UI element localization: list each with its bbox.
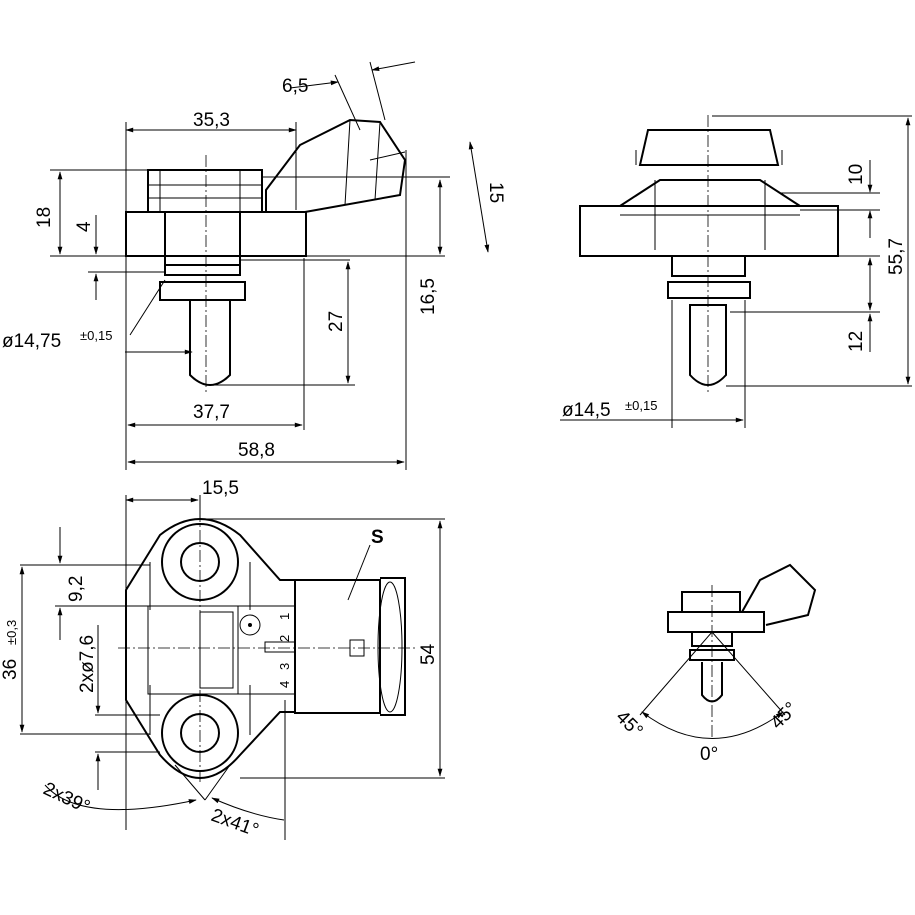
angle-center-0: 0° <box>700 744 718 765</box>
dim-12: 12 <box>846 331 867 352</box>
dim-diameter-14-75: ø14,75 <box>2 331 61 352</box>
dim-10: 10 <box>846 164 867 185</box>
dim-hole-diameter: 2xø7,6 <box>77 635 98 693</box>
angle-left-45: 45° <box>611 707 646 742</box>
dim-35-3: 35,3 <box>193 110 230 131</box>
pin-2: 2 <box>277 635 292 642</box>
dim-55-7: 55,7 <box>886 238 907 275</box>
connector-label-s: S <box>371 527 384 548</box>
dim-4: 4 <box>74 221 95 232</box>
side-view: 35,3 6,5 15 18 4 16,5 27 37,7 58,8 ø14,7… <box>2 61 506 470</box>
dim-54: 54 <box>418 643 439 665</box>
dim-angle-41: 2x41° <box>208 805 261 841</box>
dim-diameter-tolerance-front: ±0,15 <box>625 398 657 413</box>
dim-36: 36 <box>0 659 21 680</box>
dim-6-5: 6,5 <box>282 76 308 97</box>
dim-9-2: 9,2 <box>66 576 87 602</box>
angle-right-45: 45° <box>767 698 802 733</box>
pin-4: 4 <box>277 681 292 688</box>
dim-37-7: 37,7 <box>193 402 230 423</box>
dim-diameter-tolerance: ±0,15 <box>80 328 112 343</box>
dim-36-tolerance: ±0,3 <box>4 620 19 645</box>
pin-3: 3 <box>277 663 292 670</box>
dim-diameter-14-5: ø14,5 <box>562 400 611 421</box>
dim-27: 27 <box>326 311 347 332</box>
pin-1: 1 <box>277 613 292 620</box>
dim-16-5: 16,5 <box>418 278 439 315</box>
top-view: S 2 1 4 3 15,5 9,2 36 ±0,3 2xø7,6 54 2x3… <box>0 478 445 841</box>
front-view: 10 55,7 12 ø14,5 ±0,15 <box>560 115 912 428</box>
dim-angle-39: 2x39° <box>40 778 93 818</box>
dim-15-5: 15,5 <box>202 478 239 499</box>
dim-15: 15 <box>485 182 506 203</box>
dim-58-8: 58,8 <box>238 440 275 461</box>
mounting-angle-view: 45° 45° 0° <box>611 563 817 765</box>
dim-18: 18 <box>34 207 55 228</box>
